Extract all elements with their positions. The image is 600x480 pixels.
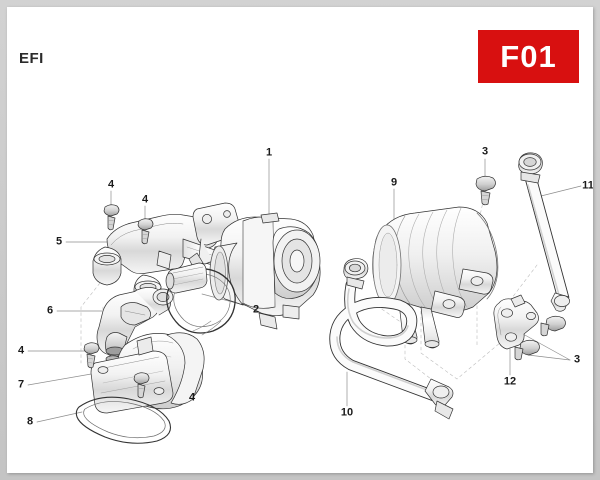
page-title: EFI [19,50,44,67]
screw-3b-1 [540,315,566,337]
callout-12: 12 [503,375,517,388]
part-breather-hose [329,258,454,420]
callout-10: 10 [340,406,354,419]
part-fuel-injector [96,287,174,363]
callout-5: 5 [55,235,63,248]
part-o-ring-gasket [75,396,172,444]
section-badge-label: F01 [500,39,557,74]
part-air-canister [372,206,499,349]
callout-7: 7 [17,378,25,391]
callout-6: 6 [46,304,54,317]
callout-4d: 4 [188,391,196,404]
callout-3a: 3 [481,145,489,158]
screw-4b [137,218,154,245]
part-hose-clamp [165,262,236,336]
section-badge: F01 [478,30,579,83]
callout-8: 8 [26,415,34,428]
screws [83,175,566,399]
screw-3a [475,175,496,206]
callout-9: 9 [390,176,398,189]
callout-4b: 4 [141,193,149,206]
screw-4c [83,342,100,369]
part-mounting-bracket [493,294,539,350]
screw-4a [103,204,120,231]
part-vent-tube [518,152,570,312]
diagram-sheet: EFI F01 [7,7,593,473]
callout-4a: 4 [107,178,115,191]
parts-illustration [27,152,582,444]
callout-3b: 3 [573,353,581,366]
callout-2: 2 [252,303,260,316]
screw-4d [133,372,150,399]
part-throttle-body [188,202,321,330]
screw-3b-2 [514,339,540,361]
callout-4c: 4 [17,344,25,357]
callout-11: 11 [582,179,593,192]
callout-1: 1 [265,146,273,159]
